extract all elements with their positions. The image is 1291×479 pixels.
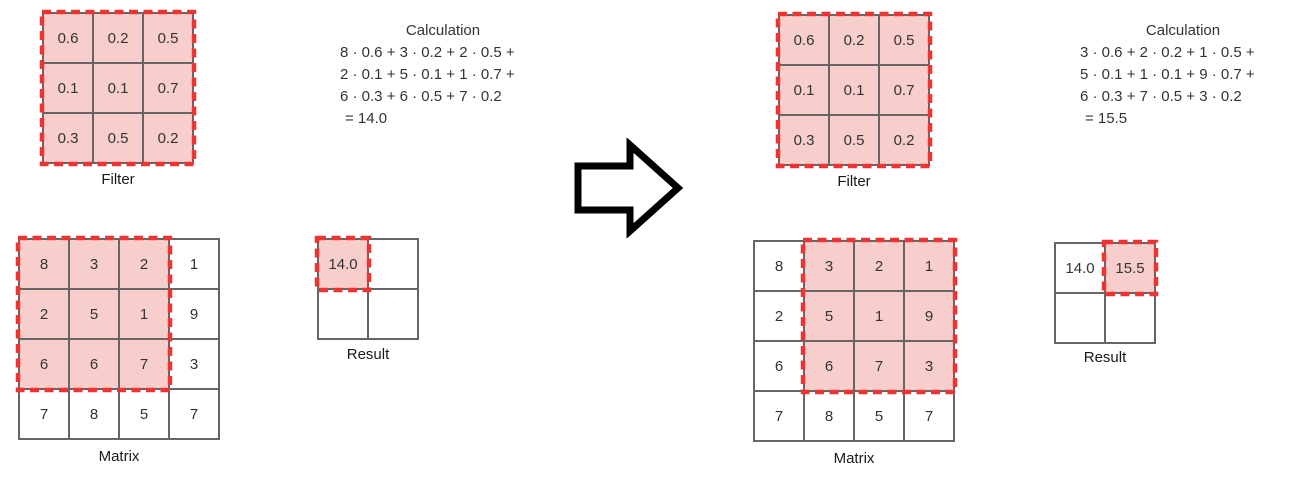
filter-cell: 0.7 (880, 66, 928, 114)
filter-cell: 0.6 (780, 16, 828, 64)
matrix-cell: 7 (755, 392, 803, 440)
right-block-arrow-icon (574, 138, 684, 238)
matrix-grid: 8 3 2 1 2 5 1 9 6 6 7 3 7 8 5 7 (18, 238, 220, 440)
matrix-cell: 9 (905, 292, 953, 340)
filter-label: Filter (837, 173, 871, 190)
filter-cell: 0.2 (94, 14, 142, 62)
calculation-result-line: = 15.5 (1085, 110, 1128, 127)
matrix-cell: 6 (70, 340, 118, 388)
matrix-cell: 1 (905, 242, 953, 290)
result-cell (369, 290, 417, 338)
calculation-title: Calculation (405, 22, 481, 39)
result-cell (369, 240, 417, 288)
matrix-cell: 3 (905, 342, 953, 390)
filter-cell: 0.1 (44, 64, 92, 112)
matrix-cell: 5 (120, 390, 168, 438)
result-grid: 14.0 15.5 (1054, 242, 1156, 344)
matrix-cell: 8 (20, 240, 68, 288)
matrix-cell: 8 (755, 242, 803, 290)
matrix-label: Matrix (833, 450, 875, 467)
matrix-cell: 2 (120, 240, 168, 288)
matrix-cell: 5 (70, 290, 118, 338)
matrix-cell: 8 (805, 392, 853, 440)
result-cell (319, 290, 367, 338)
filter-label: Filter (101, 171, 135, 188)
matrix-cell: 3 (70, 240, 118, 288)
matrix-grid: 8 3 2 1 2 5 1 9 6 6 7 3 7 8 5 7 (753, 240, 955, 442)
filter-cell: 0.2 (830, 16, 878, 64)
calculation-line: 6 · 0.3 + 6 · 0.5 + 7 · 0.2 (340, 88, 502, 105)
calculation-line: 6 · 0.3 + 7 · 0.5 + 3 · 0.2 (1080, 88, 1242, 105)
matrix-cell: 1 (855, 292, 903, 340)
filter-cell: 0.5 (94, 114, 142, 162)
result-cell (1106, 294, 1154, 342)
matrix-cell: 6 (755, 342, 803, 390)
filter-cell: 0.6 (44, 14, 92, 62)
filter-cell: 0.1 (780, 66, 828, 114)
calculation-title: Calculation (1145, 22, 1221, 39)
matrix-cell: 5 (855, 392, 903, 440)
filter-grid: 0.6 0.2 0.5 0.1 0.1 0.7 0.3 0.5 0.2 (42, 12, 194, 164)
calculation-line: 8 · 0.6 + 3 · 0.2 + 2 · 0.5 + (340, 44, 515, 61)
filter-cell: 0.5 (144, 14, 192, 62)
filter-cell: 0.5 (880, 16, 928, 64)
result-grid: 14.0 (317, 238, 419, 340)
filter-cell: 0.2 (880, 116, 928, 164)
calculation-result-line: = 14.0 (345, 110, 388, 127)
filter-cell: 0.5 (830, 116, 878, 164)
matrix-cell: 3 (805, 242, 853, 290)
matrix-cell: 1 (170, 240, 218, 288)
matrix-cell: 6 (805, 342, 853, 390)
calculation-block: Calculation 3 · 0.6 + 2 · 0.2 + 1 · 0.5 … (1080, 20, 1286, 130)
matrix-cell: 2 (755, 292, 803, 340)
matrix-cell: 9 (170, 290, 218, 338)
matrix-cell: 7 (855, 342, 903, 390)
filter-cell: 0.3 (44, 114, 92, 162)
result-cell: 14.0 (319, 240, 367, 288)
filter-cell: 0.3 (780, 116, 828, 164)
result-label: Result (346, 346, 390, 363)
result-cell (1056, 294, 1104, 342)
matrix-cell: 3 (170, 340, 218, 388)
matrix-cell: 2 (20, 290, 68, 338)
filter-cell: 0.1 (94, 64, 142, 112)
filter-cell: 0.2 (144, 114, 192, 162)
result-cell: 14.0 (1056, 244, 1104, 292)
matrix-cell: 1 (120, 290, 168, 338)
filter-cell: 0.7 (144, 64, 192, 112)
matrix-cell: 7 (20, 390, 68, 438)
matrix-cell: 8 (70, 390, 118, 438)
result-label: Result (1083, 349, 1127, 366)
filter-grid: 0.6 0.2 0.5 0.1 0.1 0.7 0.3 0.5 0.2 (778, 14, 930, 166)
calculation-line: 2 · 0.1 + 5 · 0.1 + 1 · 0.7 + (340, 66, 515, 83)
matrix-cell: 7 (170, 390, 218, 438)
matrix-cell: 7 (905, 392, 953, 440)
matrix-cell: 2 (855, 242, 903, 290)
matrix-cell: 5 (805, 292, 853, 340)
matrix-label: Matrix (98, 448, 140, 465)
calculation-block: Calculation 8 · 0.6 + 3 · 0.2 + 2 · 0.5 … (340, 20, 546, 130)
calculation-line: 5 · 0.1 + 1 · 0.1 + 9 · 0.7 + (1080, 66, 1255, 83)
matrix-cell: 6 (20, 340, 68, 388)
result-cell: 15.5 (1106, 244, 1154, 292)
matrix-cell: 7 (120, 340, 168, 388)
filter-cell: 0.1 (830, 66, 878, 114)
calculation-line: 3 · 0.6 + 2 · 0.2 + 1 · 0.5 + (1080, 44, 1255, 61)
